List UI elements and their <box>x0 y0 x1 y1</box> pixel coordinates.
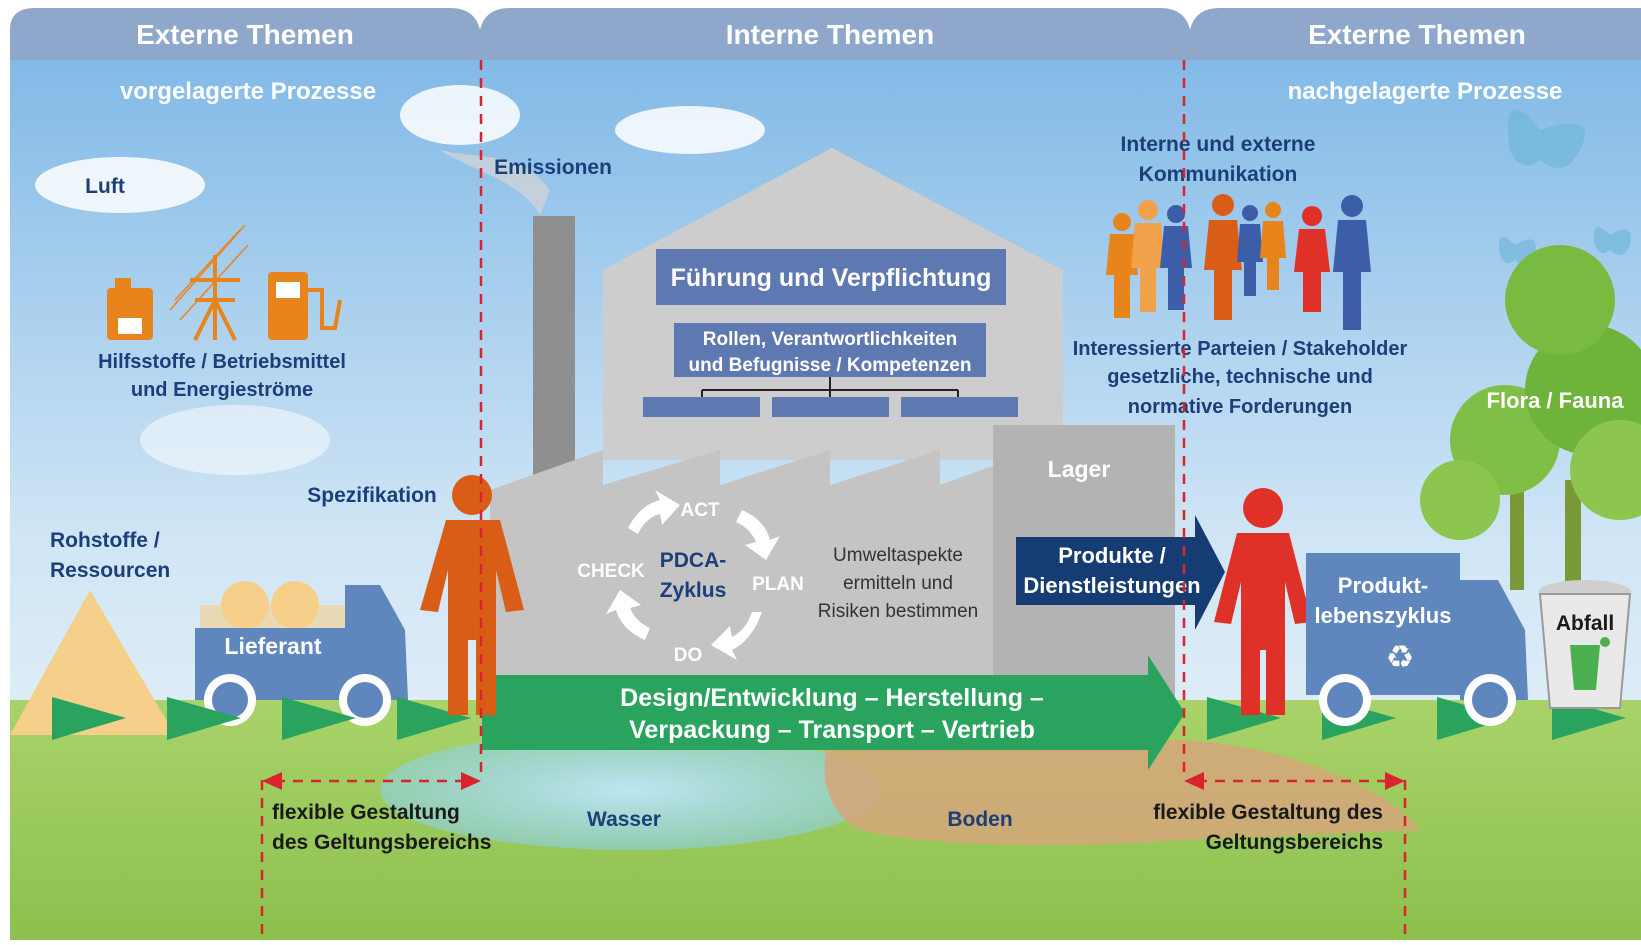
label-parteien-line2: gesetzliche, technische und <box>1107 366 1373 388</box>
canister-icon <box>107 278 153 340</box>
label-luft: Luft <box>85 175 125 198</box>
fuehrung-box <box>656 249 1006 305</box>
header-left-tab <box>10 8 480 60</box>
clouds <box>35 85 765 475</box>
smoke-plume <box>440 150 550 215</box>
label-produkt-line1: Produkt- <box>1338 573 1428 598</box>
label-abfall: Abfall <box>1556 612 1614 635</box>
trees-icon <box>1420 245 1641 590</box>
label-wasser: Wasser <box>587 808 661 831</box>
org-box-1 <box>643 397 760 417</box>
cloud-top-center <box>615 106 765 154</box>
factory-sawtooth-hall <box>490 450 995 700</box>
pdca-center-line1: PDCA- <box>660 549 727 572</box>
header-right-title: Externe Themen <box>1308 19 1526 50</box>
pdca-arrow-do <box>711 612 762 660</box>
person-orange-icon <box>420 475 524 715</box>
recycle-icon: ♻ <box>1386 639 1415 675</box>
header-right-tab <box>1190 8 1641 60</box>
pdca-arrow-plan <box>736 510 780 560</box>
produkte-arrow <box>1016 515 1225 630</box>
header-band: Externe Themen Interne Themen Externe Th… <box>10 8 1641 60</box>
rollen-label-line2: und Befugnisse / Kompetenzen <box>689 355 972 376</box>
product-lifecycle-truck-icon <box>1306 553 1528 726</box>
label-parteien-line1: Interessierte Parteien / Stakeholder <box>1073 338 1408 360</box>
butterfly-icon <box>1508 109 1585 168</box>
label-boden: Boden <box>947 808 1012 831</box>
supplier-truck-icon <box>195 581 408 726</box>
chimney <box>533 216 575 476</box>
cloud-luft <box>35 157 205 213</box>
pdca-plan: PLAN <box>752 574 804 595</box>
factory <box>490 148 1175 700</box>
sand-pile-icon <box>10 590 175 735</box>
header-center-title: Interne Themen <box>726 19 934 50</box>
subheader-right: nachgelagerte Prozesse <box>1288 78 1563 105</box>
flow-triangle <box>1207 697 1281 740</box>
label-emissionen: Emissionen <box>494 156 612 179</box>
flow-triangle <box>282 697 356 740</box>
org-box-2 <box>772 397 889 417</box>
scope-arrowheads <box>262 772 1405 790</box>
label-lieferant: Lieferant <box>224 633 321 659</box>
flex-left-line1: flexible Gestaltung <box>272 801 460 824</box>
subheader-left: vorgelagerte Prozesse <box>120 78 376 105</box>
label-flora-fauna: Flora / Fauna <box>1487 388 1625 413</box>
label-kommunikation-line1: Interne und externe <box>1121 133 1316 156</box>
cloud-low-left <box>140 405 330 475</box>
soil-area <box>824 740 1420 846</box>
label-kommunikation-line2: Kommunikation <box>1139 163 1298 186</box>
produkte-line2: Dienstleistungen <box>1023 573 1200 598</box>
produkte-line1: Produkte / <box>1058 543 1166 568</box>
org-chart-connector <box>701 377 959 398</box>
flex-right-line1: flexible Gestaltung des <box>1153 801 1383 824</box>
power-pylon-icon <box>169 224 249 341</box>
flow-triangle <box>397 697 471 740</box>
label-hilfsstoffe-line2: und Energieströme <box>131 379 313 401</box>
pdca-act: ACT <box>680 500 719 521</box>
person-red-icon <box>1214 488 1312 715</box>
process-arrow <box>482 655 1185 770</box>
umwelt-line1: Umweltaspekte <box>833 545 963 566</box>
umwelt-line2: ermitteln und <box>843 573 953 594</box>
label-produkt-line2: lebenszyklus <box>1315 603 1452 628</box>
flex-left-line2: des Geltungsbereichs <box>272 831 491 854</box>
water-area <box>380 730 880 850</box>
label-parteien-line3: normative Forderungen <box>1128 396 1352 418</box>
label-hilfsstoffe-line1: Hilfsstoffe / Betriebsmittel <box>98 351 346 373</box>
header-left-title: Externe Themen <box>136 19 354 50</box>
label-spezifikation: Spezifikation <box>307 484 437 507</box>
flow-triangle <box>52 697 126 740</box>
rollen-box <box>674 323 986 377</box>
butterfly-icon <box>1594 227 1631 255</box>
pdca-center-line2: Zyklus <box>660 579 727 602</box>
stakeholder-group-icon <box>1106 194 1371 330</box>
pdca-check: CHECK <box>577 561 645 582</box>
flow-triangle <box>167 697 241 740</box>
label-rohstoffe-line1: Rohstoffe / <box>50 529 160 552</box>
scope-boundaries <box>260 60 1407 940</box>
pdca-cycle <box>606 490 780 660</box>
cloud-top-left <box>400 85 520 145</box>
pdca-arrow-check <box>606 590 650 640</box>
waste-bin-icon <box>1538 580 1632 709</box>
umwelt-line3: Risiken bestimmen <box>818 601 979 622</box>
flex-right-line2: Geltungsbereichs <box>1206 831 1383 854</box>
rollen-label-line1: Rollen, Verantwortlichkeiten <box>703 329 957 350</box>
label-lager: Lager <box>1048 456 1111 482</box>
org-box-3 <box>901 397 1018 417</box>
header-center-tab <box>480 8 1190 60</box>
label-rohstoffe-line2: Ressourcen <box>50 559 170 582</box>
fuel-pump-icon <box>268 272 342 340</box>
pdca-do: DO <box>674 645 703 666</box>
fuehrung-label: Führung und Verpflichtung <box>671 264 992 292</box>
process-line1: Design/Entwicklung – Herstellung – <box>620 684 1044 712</box>
process-line2: Verpackung – Transport – Vertrieb <box>629 716 1035 744</box>
pdca-arrow-act <box>628 490 680 534</box>
